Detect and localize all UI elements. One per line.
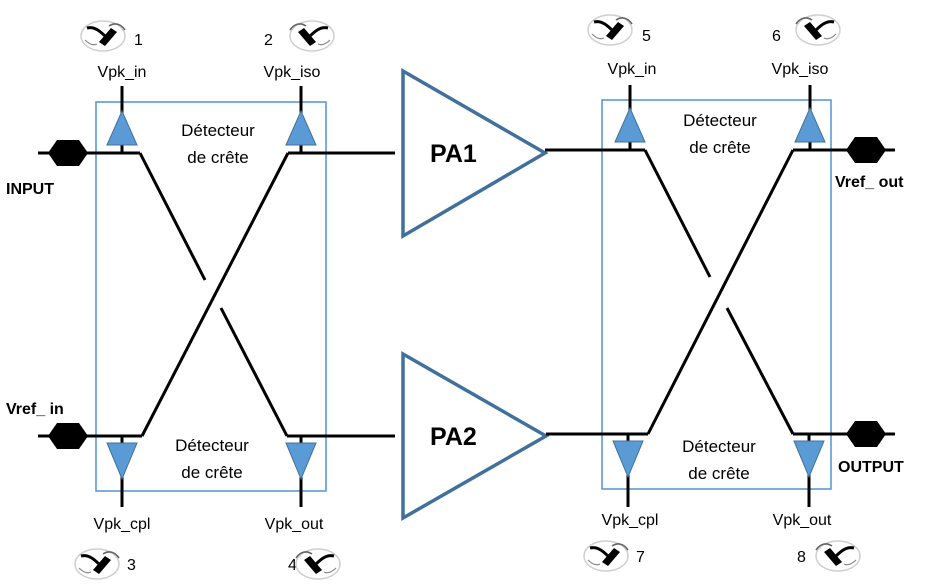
probe-label: Vpk_out: [773, 512, 832, 529]
probe-number: 3: [127, 557, 136, 574]
probe-number: 4: [288, 557, 297, 574]
probe-clip-icon: [586, 13, 634, 47]
wire-cross-b: [140, 152, 290, 437]
detector-label-bottom: de crête: [181, 463, 242, 482]
probe-clip-icon: [73, 547, 121, 581]
probe-clip-icon: [294, 547, 342, 581]
amplifier-pa1: PA1: [401, 67, 549, 240]
probe-clip-icon: [288, 19, 336, 53]
probe-clip-icon: [814, 539, 862, 573]
wire-cross-c2: [725, 307, 795, 435]
probe-label: Vpk_cpl: [602, 512, 659, 529]
port-label-vref-out: Vref_ out: [835, 174, 904, 191]
probe-label: Vpk_in: [98, 64, 147, 81]
probe-number: 2: [264, 32, 273, 49]
detector-triangle-icon: [794, 106, 826, 143]
detector-triangle-icon: [285, 442, 317, 481]
detector-triangle-icon: [106, 109, 138, 146]
detector-label-bottom: de crête: [688, 464, 749, 483]
wire-cross-a2: [219, 307, 289, 437]
probe-number: 6: [772, 28, 781, 45]
probe-clip-icon: [582, 539, 630, 573]
probe-label: Vpk_cpl: [94, 516, 151, 533]
probe-number: 5: [642, 28, 651, 45]
probe-label: Vpk_in: [608, 61, 657, 78]
amplifier-triangle-icon: [401, 67, 549, 240]
amplifier-label: PA2: [430, 423, 477, 451]
probe-label: Vpk_iso: [772, 61, 829, 78]
probe-clip-icon: [794, 13, 842, 47]
port-connector-icon: [48, 140, 88, 166]
wire-cross-a1: [138, 152, 207, 281]
coupler-box-output: [601, 99, 832, 490]
detector-label-bottom: Détecteur: [682, 437, 756, 456]
probe-number: 8: [797, 549, 806, 566]
detector-triangle-icon: [614, 106, 646, 143]
coupler-box-input: [95, 101, 327, 492]
port-connector-icon: [846, 137, 886, 163]
detector-triangle-icon: [793, 440, 825, 479]
detector-triangle-icon: [612, 440, 644, 479]
wire-cross-c1: [643, 149, 712, 278]
probe-clip-icon: [79, 19, 127, 53]
detector-label-top: Détecteur: [181, 121, 255, 140]
probe-label: Vpk_iso: [264, 64, 321, 81]
amplifier-label: PA1: [430, 140, 477, 168]
detector-label-top: de crête: [187, 148, 248, 167]
output-coupler: Détecteur de crête Détecteur de crête Vr…: [545, 13, 904, 573]
detector-label-bottom: Détecteur: [175, 436, 249, 455]
port-connector-icon: [846, 421, 886, 447]
port-connector-icon: [48, 423, 88, 449]
port-label-output: OUTPUT: [838, 459, 904, 476]
probe-label: Vpk_out: [265, 516, 324, 533]
wire-cross-d: [646, 149, 795, 435]
amplifier-triangle-icon: [401, 350, 550, 522]
probe-number: 7: [636, 549, 645, 566]
detector-label-top: de crête: [689, 138, 750, 157]
amplifier-pa2: PA2: [401, 350, 550, 522]
input-coupler: Détecteur de crête Détecteur de crête IN…: [6, 19, 395, 581]
detector-triangle-icon: [106, 442, 138, 481]
port-label-input: INPUT: [6, 181, 54, 198]
detector-triangle-icon: [285, 109, 317, 146]
port-label-vref-in: Vref_ in: [6, 401, 64, 418]
detector-label-top: Détecteur: [683, 111, 757, 130]
probe-number: 1: [134, 32, 143, 49]
